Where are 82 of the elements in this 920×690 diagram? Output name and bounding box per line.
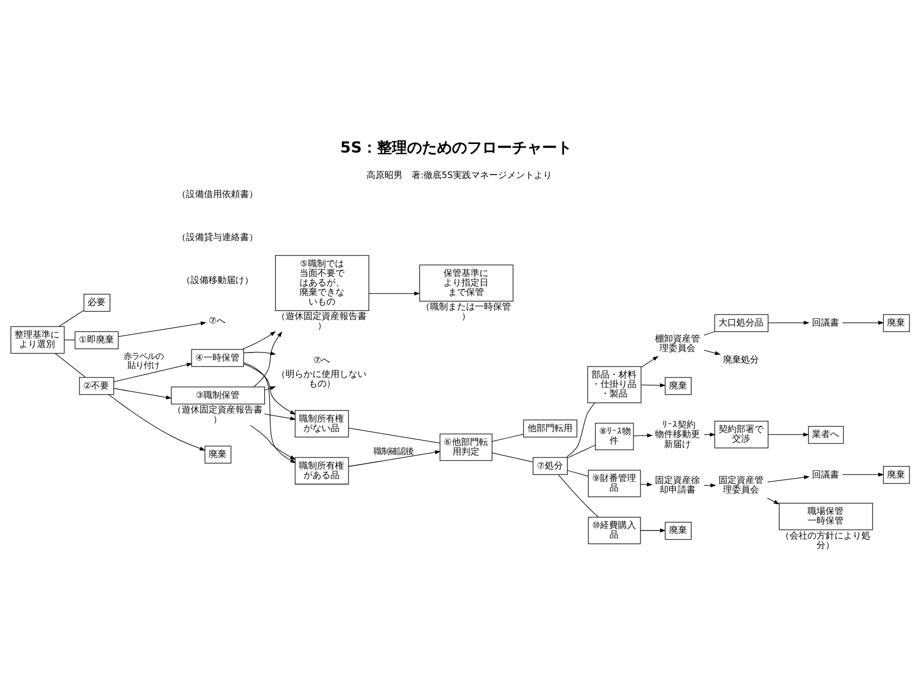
node-box: ④一時保管: [191, 349, 244, 367]
arrow: [243, 364, 296, 415]
connector: [492, 452, 534, 462]
arrow: [767, 498, 780, 504]
node-box: ①即廃棄: [74, 331, 119, 350]
arrow: [368, 292, 420, 296]
node-box: 職場保管 一時保管: [778, 502, 873, 530]
node-box: 職制所有権がある品: [294, 457, 349, 484]
node-box: ⑦処分: [532, 457, 568, 475]
node-box: 必要: [84, 294, 110, 312]
arrow: [640, 528, 666, 532]
node-text: 固定資産徐却申請書: [655, 476, 700, 496]
node-text: 回議書: [812, 470, 840, 480]
edge-label: 職制確認後: [374, 446, 414, 456]
node-label: （遊休固定資産報告書）: [172, 405, 263, 425]
connector: [492, 434, 524, 442]
node-box: 廃棄: [204, 446, 232, 464]
arrow: [842, 472, 884, 477]
label: （設備貸与連絡書）: [177, 232, 258, 243]
arrow: [244, 351, 276, 356]
arrow: [254, 331, 282, 387]
diagram-title: 5S：整理のためのフローチャート: [340, 138, 572, 157]
node-text: 廃棄処分: [722, 355, 759, 366]
arrow: [640, 383, 666, 388]
caption: 高原昭男 著:徹底5S実践マネージメントより: [366, 171, 552, 182]
arrow: [114, 362, 192, 382]
label: （設備借用依頼書）: [177, 190, 258, 200]
connector: [58, 310, 84, 327]
node-box: ③職制保管: [170, 386, 265, 404]
node-text: 回議書: [812, 318, 840, 328]
arrow: [243, 362, 296, 464]
node-text: 棚卸資産管理委員会: [655, 334, 700, 354]
node-box: 整理基準により選別: [10, 326, 65, 354]
arrow: [768, 320, 810, 325]
node-box: 部品・材料・仕掛り品・製品: [587, 366, 642, 404]
node-box: 職制所有権がない品: [294, 410, 349, 438]
connector: [558, 474, 599, 518]
connector: [566, 402, 596, 458]
arrow: [768, 432, 809, 437]
arrow: [633, 434, 653, 438]
node-box: ②不要: [79, 377, 114, 395]
arrow: [348, 450, 441, 467]
arrow: [264, 414, 296, 420]
connector: [348, 428, 440, 444]
node-box: 大口処分品: [714, 314, 768, 332]
node-box: ⑧ﾘｰｽ物件: [595, 422, 634, 450]
arrow: [118, 321, 206, 337]
arrow: [640, 356, 658, 368]
connector: [704, 331, 716, 336]
node-text: ⑦へ: [208, 316, 226, 327]
connector: [567, 470, 589, 477]
node-box: ⑥他部門転用判定: [440, 434, 492, 461]
connector: [567, 444, 596, 458]
node-text: ﾘｰｽ契約物件移動更新届け: [655, 420, 700, 450]
node-box: 契約部署で交渉: [714, 420, 768, 448]
node-label: （明らかに使用しないもの）: [276, 370, 367, 390]
node-box: 廃棄: [664, 522, 692, 540]
edge-label: 赤ラベルの貼り付け: [123, 351, 164, 370]
node-text: 固定資産管理委員会: [718, 476, 764, 496]
node-text: ⑦へ: [313, 356, 330, 366]
node-box: 保管基準により指定日まで保管: [419, 264, 514, 302]
node-label: （会社の方針により処分）: [780, 531, 870, 551]
arrow: [114, 388, 172, 400]
node-box: 廃棄: [664, 377, 692, 395]
node-box: ⑩経費購入品: [588, 516, 641, 544]
node-box: 業者へ: [808, 426, 844, 444]
node-box: ⑤職制では当面不要ではあるが、廃棄できないもの: [275, 255, 370, 312]
node-box: 廃棄: [883, 466, 910, 484]
arrow: [842, 320, 884, 325]
arrow: [242, 331, 276, 350]
connector: [54, 353, 86, 378]
node-box: 他部門転用: [523, 420, 578, 438]
label: （設備移動届け）: [182, 276, 254, 286]
arrow: [250, 425, 296, 460]
arrow: [704, 350, 721, 356]
arrow: [108, 394, 206, 450]
node-box: ⑨財番管理品: [588, 470, 641, 498]
node-label: （遊休固定資産報告書）: [276, 312, 367, 332]
node-label: （職制または一時保管）: [420, 302, 511, 322]
arrow: [767, 475, 810, 482]
node-box: 廃棄: [883, 314, 910, 332]
arrow: [704, 432, 716, 437]
